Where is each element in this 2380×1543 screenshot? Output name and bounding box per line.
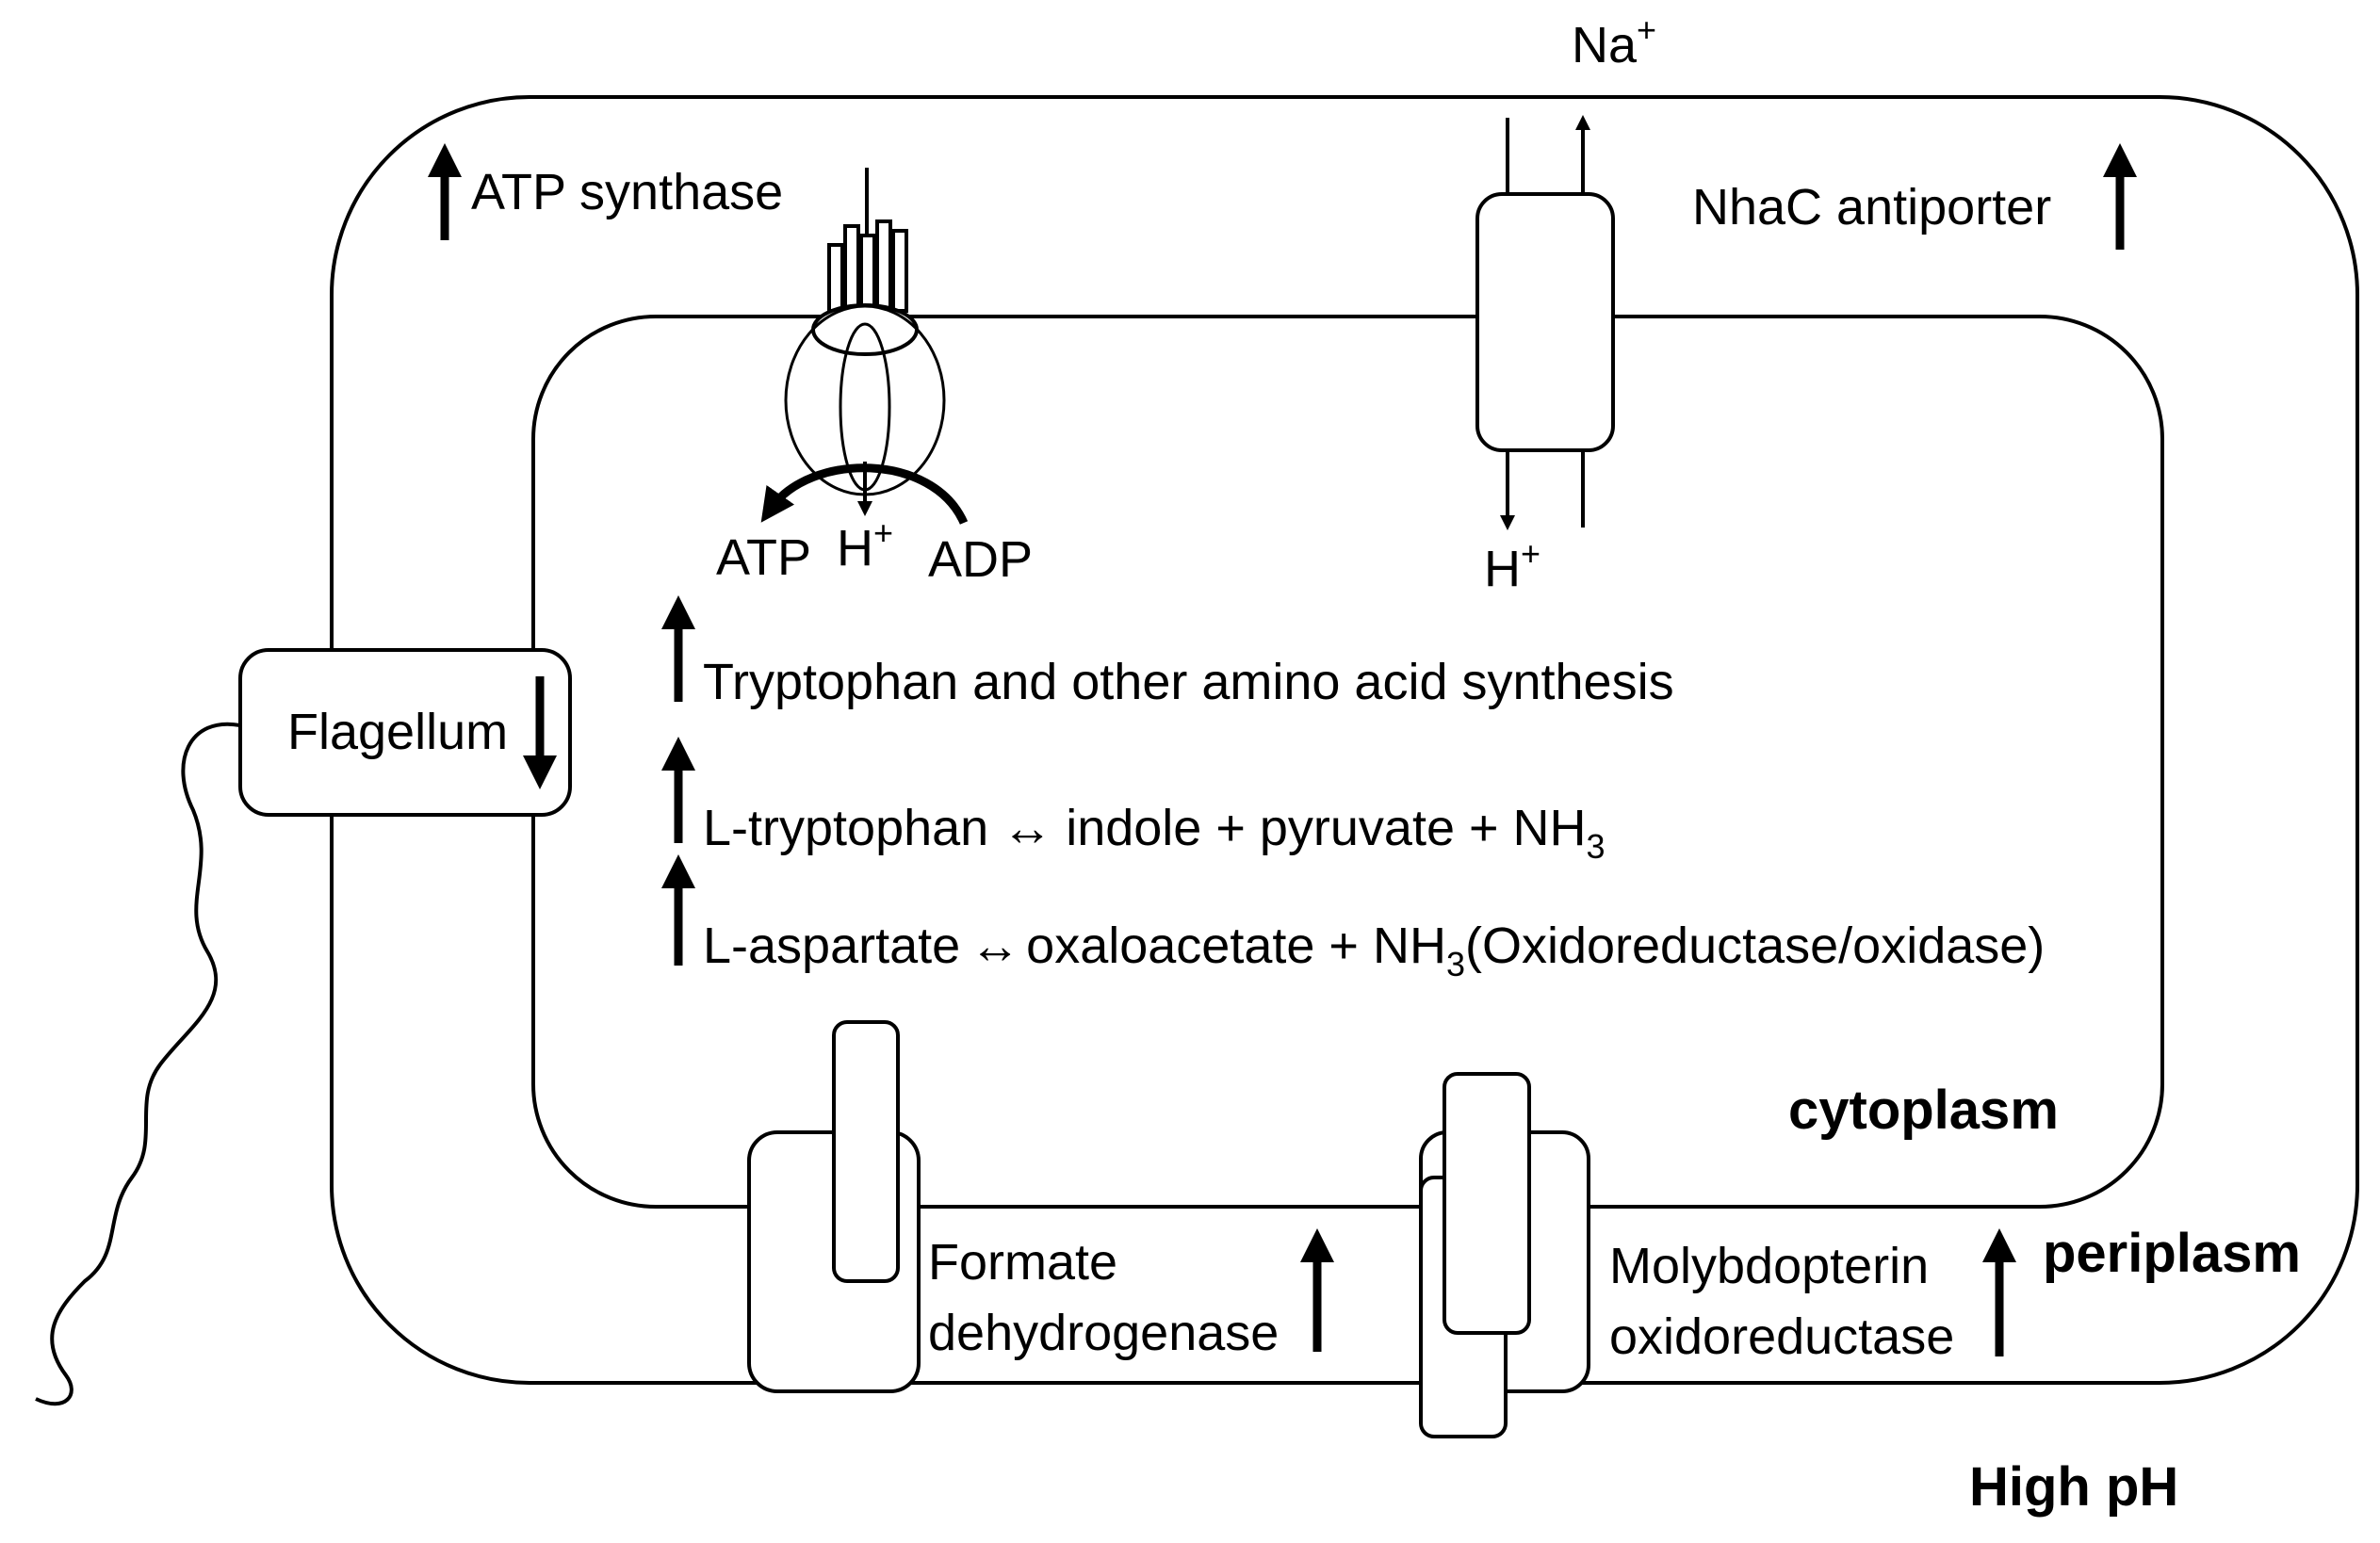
flagellum-complex (35, 648, 572, 1406)
formate-label-line1: Formate (928, 1234, 1117, 1291)
periplasm-label: periplasm (2043, 1223, 2301, 1284)
formate-label-line2: dehydrogenase (928, 1305, 1279, 1361)
formate-dehydrogenase-complex (747, 1020, 921, 1393)
molybdopterin-oxidoreductase-complex (1419, 1072, 1590, 1438)
proton-in-label: H+ (837, 513, 893, 577)
molybdopterin-label-line1: Molybdopterin (1609, 1238, 1929, 1294)
tryptophan-synthesis-label: Tryptophan and other amino acid synthesi… (703, 654, 1674, 710)
atp-synthase-label: ATP synthase (471, 164, 783, 220)
atp-synthase-complex (760, 168, 969, 525)
molybdopterin-label-line2: oxidoreductase (1609, 1308, 1954, 1365)
tryptophan-reaction: L-tryptophan↔indole + pyruvate + NH3 (703, 800, 1606, 866)
adp-label: ADP (928, 531, 1033, 588)
atp-label: ATP (716, 529, 811, 586)
sodium-label: Na+ (1572, 10, 1656, 73)
inner-membrane (531, 315, 2164, 1209)
nhac-antiporter-label: NhaC antiporter (1692, 179, 2051, 236)
flagellum-label: Flagellum (287, 704, 508, 760)
proton-out-label: H+ (1484, 534, 1540, 597)
outer-membrane (330, 95, 2359, 1385)
high-ph-label: High pH (1969, 1456, 2178, 1518)
aspartate-reaction: L-aspartate↔oxaloacetate + NH3(Oxidoredu… (703, 918, 2045, 983)
cytoplasm-label: cytoplasm (1788, 1080, 2059, 1141)
nhac-antiporter-complex (1475, 115, 1615, 530)
